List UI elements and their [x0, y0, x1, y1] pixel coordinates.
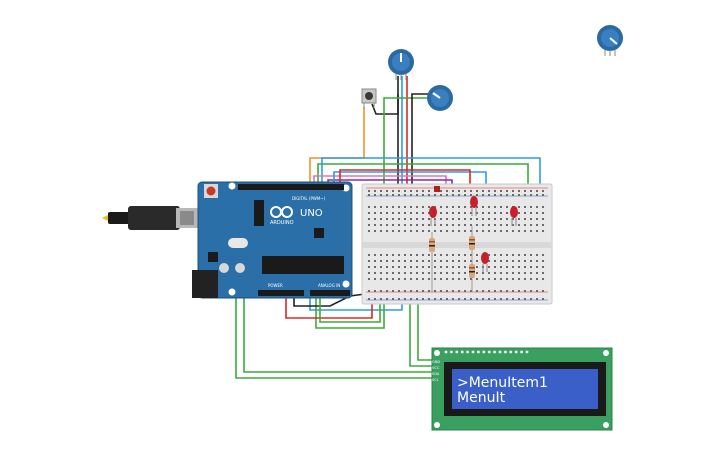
lcd-display[interactable]: GND VCC SDA SCL >MenuItem1 MenuIt: [431, 347, 613, 431]
resistors: [429, 226, 475, 292]
led-red-1[interactable]: [429, 206, 437, 226]
led-red-2[interactable]: [470, 196, 478, 216]
pushbutton[interactable]: [361, 88, 377, 108]
reset-button[interactable]: [204, 184, 218, 198]
digital-header[interactable]: [238, 184, 344, 190]
arduino-logo-text: ARDUINO: [270, 220, 294, 226]
potentiometer-1[interactable]: [388, 49, 414, 80]
lcd-pin-gnd: GND: [432, 360, 440, 364]
arduino-uno[interactable]: ARDUINO UNO DIGITAL (PWM~) POWER ANALOG …: [192, 181, 353, 299]
lcd-header-pins: [444, 350, 529, 354]
wire-green-lcd3[interactable]: [409, 292, 436, 367]
potentiometer-2[interactable]: [427, 85, 453, 111]
resistor-2[interactable]: [469, 226, 475, 292]
wire-green-lcd4[interactable]: [417, 292, 436, 361]
atmega-chip: [262, 256, 344, 274]
leds: [429, 186, 518, 272]
arduino-brand: UNO: [300, 208, 323, 219]
led-red-4[interactable]: [481, 252, 489, 272]
potentiometer-3[interactable]: [597, 25, 623, 56]
lcd-pin-scl: SCL: [432, 378, 439, 382]
lcd-line-2: MenuIt: [457, 390, 506, 406]
power-header-label: POWER: [268, 283, 283, 288]
led-red-3[interactable]: [510, 206, 518, 226]
wire-black-gnd[interactable]: [293, 291, 381, 307]
analog-header-label: ANALOG IN: [318, 283, 340, 288]
breadboard[interactable]: [361, 183, 553, 305]
lcd-screen: [452, 369, 598, 409]
resistor-3[interactable]: [469, 264, 475, 278]
power-jack: [192, 270, 218, 298]
analog-header[interactable]: [310, 290, 350, 296]
digital-header-label: DIGITAL (PWM~): [292, 196, 326, 201]
wire-red-5v[interactable]: [285, 296, 373, 319]
power-header[interactable]: [258, 290, 304, 296]
breadboard-holes[interactable]: [368, 190, 544, 300]
led-indicator-small[interactable]: [434, 186, 440, 192]
resistor-1[interactable]: [429, 232, 435, 292]
lcd-pin-vcc: VCC: [432, 366, 440, 370]
lcd-line-1: >MenuItem1: [457, 375, 548, 391]
wire-green-a[interactable]: [319, 296, 381, 323]
arduino-logo-icon: [270, 206, 293, 218]
lcd-pin-sda: SDA: [432, 372, 440, 376]
usb-cable[interactable]: [102, 206, 198, 230]
